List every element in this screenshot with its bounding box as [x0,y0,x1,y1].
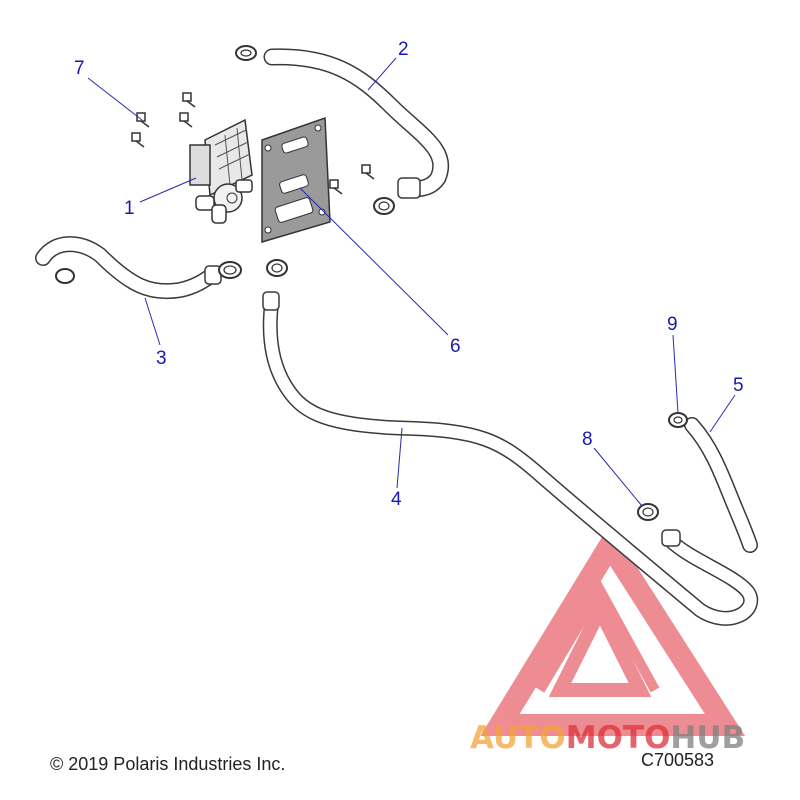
leader-1 [139,177,197,203]
callout-1: 1 [124,198,135,219]
watermark-part3: HUB [670,720,745,756]
leader-4 [396,427,403,489]
callout-6: 6 [450,336,461,357]
callout-4: 4 [391,489,402,510]
copyright-text: © 2019 Polaris Industries Inc. [50,754,286,774]
clamp-mid-b [266,259,288,277]
bolt-group-7 [131,92,375,195]
leader-5 [709,394,736,433]
leader-3 [144,297,161,346]
leader-6 [299,187,449,336]
callout-5: 5 [733,375,744,396]
clamp-8 [637,503,659,521]
hose-4 [262,291,758,626]
hose-5 [684,417,758,553]
diagram-code: C700583 [641,750,715,770]
hose-2 [263,48,450,199]
clamp-left [55,268,75,284]
callout-7: 7 [74,58,85,79]
clamp-right [373,197,395,215]
leader-lines [87,57,736,507]
watermark-text: AUTOMOTOHUB [470,720,745,756]
callout-8: 8 [582,429,593,450]
watermark-part2: MOTO [566,720,671,756]
callout-3: 3 [156,348,167,369]
leader-7 [87,77,143,121]
clamp-mid-a [218,261,242,279]
gasket-plate-6 [261,116,331,244]
clamp-top [235,45,257,61]
callout-9: 9 [667,314,678,335]
watermark-logo [480,524,746,736]
callout-2: 2 [398,39,409,60]
clamp-9 [668,412,688,428]
leader-2 [367,57,397,91]
leader-8 [593,447,643,507]
leader-9 [672,334,679,414]
valve-assembly-1 [189,118,253,224]
hose-3 [35,236,222,300]
watermark-part1: AUTO [470,720,566,756]
